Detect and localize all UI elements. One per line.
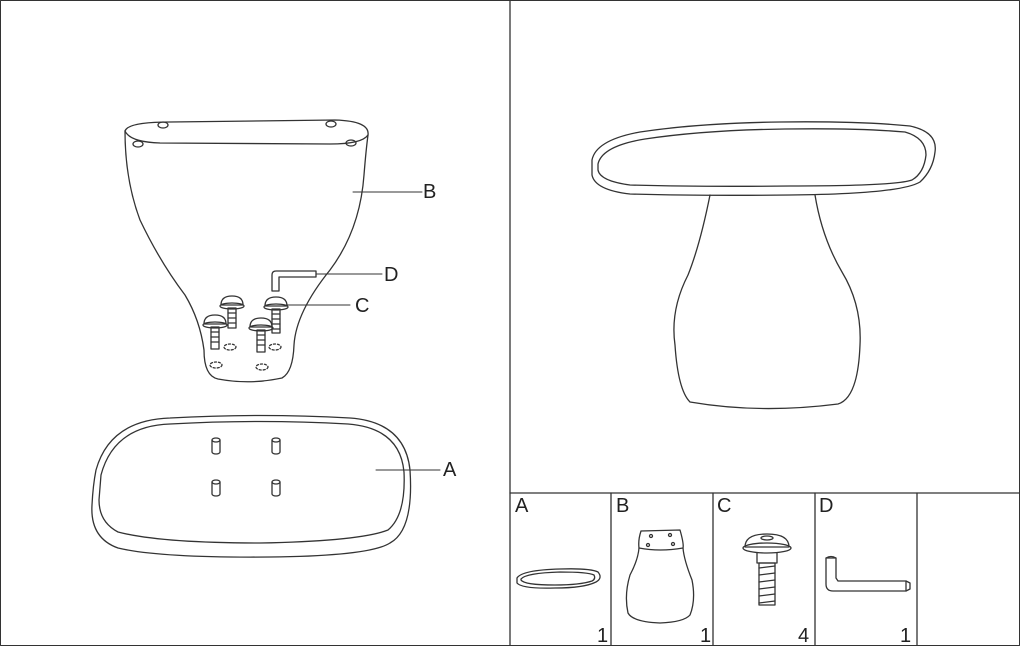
part-c-icon <box>743 534 791 605</box>
callout-a: A <box>443 460 456 480</box>
screw-c-3 <box>203 315 227 349</box>
leader-lines <box>286 192 440 470</box>
part-d-letter: D <box>819 496 833 516</box>
callout-c: C <box>355 296 369 316</box>
tray-a-drawing <box>92 416 411 558</box>
callout-b: B <box>423 182 436 202</box>
hex-key-d <box>272 271 316 291</box>
part-d-qty: 1 <box>900 626 911 646</box>
body-b-drawing <box>125 120 368 382</box>
part-b-letter: B <box>616 496 629 516</box>
part-c-letter: C <box>717 496 731 516</box>
part-a-qty: 1 <box>597 626 608 646</box>
part-b-qty: 1 <box>700 626 711 646</box>
part-c-qty: 4 <box>798 626 809 646</box>
part-d-icon <box>826 557 910 592</box>
part-a-letter: A <box>515 496 528 516</box>
part-a-icon <box>517 569 600 588</box>
body-holes <box>210 344 281 370</box>
callout-d: D <box>384 265 398 285</box>
tray-pegs <box>212 438 280 496</box>
assembled-table-drawing <box>592 122 935 409</box>
part-b-icon <box>626 530 693 623</box>
